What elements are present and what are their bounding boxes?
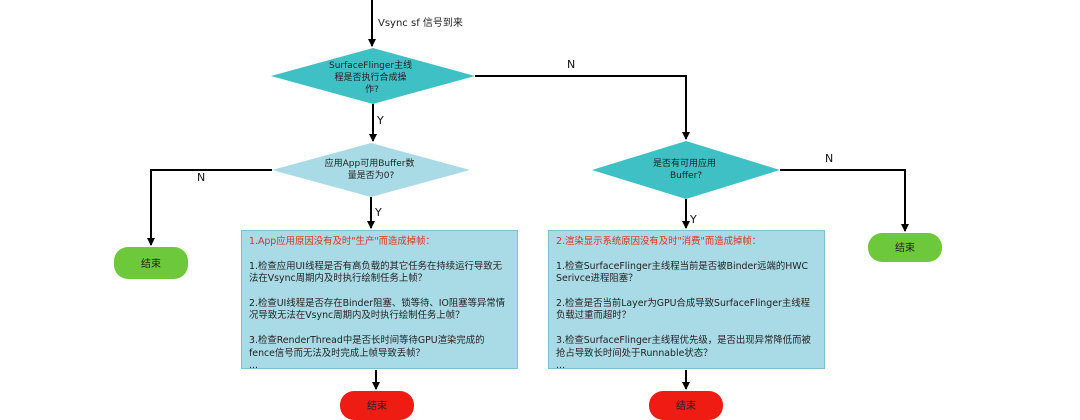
decision-sf-line-3: 作? xyxy=(365,83,379,95)
end-right-label: 结束 xyxy=(895,241,915,254)
decision-app-line-2: 量是否为0? xyxy=(348,169,395,181)
note-render-item-2: 2.检查是否当前Layer为GPU合成导致SurfaceFlinger主线程负载… xyxy=(556,297,810,322)
note-app-item-3: 3.检查RenderThread中是否长时间等待GPU渲染完成的fence信号而… xyxy=(249,334,485,359)
start-label: Vsync sf 信号到来 xyxy=(378,17,463,29)
note-render-item-1: 1.检查SurfaceFlinger主线程当前是否被Binder远端的HWC S… xyxy=(556,260,809,285)
sf-no-connector xyxy=(475,75,690,140)
decision-sf-diamond xyxy=(271,48,475,104)
buffer-no-connector xyxy=(780,169,909,232)
end-left-node xyxy=(114,247,188,279)
decision-buffer-line-1: 是否有可用应用 xyxy=(653,157,716,169)
app-yes-label: Y xyxy=(374,206,382,219)
decision-app-line-1: 应用App可用Buffer数 xyxy=(325,157,415,169)
buffer-yes-label: Y xyxy=(689,213,697,226)
app-no-connector xyxy=(147,169,272,246)
note-app-title: 1.App应用原因没有及时"生产"而造成掉帧： xyxy=(249,236,435,247)
decision-sf-line-2: 程是否执行合成操 xyxy=(335,71,407,83)
decision-app-text: 应用App可用Buffer数 量是否为0? xyxy=(325,157,418,181)
app-no-label: N xyxy=(197,171,205,184)
note-render-more: ... xyxy=(556,360,565,369)
note-app-item-1: 1.检查应用UI线程是否有高负载的其它任务在持续运行导致无法在Vsync周期内及… xyxy=(249,260,502,285)
note-app-item-2: 2.检查UI线程是否存在Binder阻塞、锁等待、IO阻塞等异常情况导致无法在V… xyxy=(249,297,506,322)
end-right-node xyxy=(868,233,942,262)
decision-sf-line-1: SurfaceFlinger主线 xyxy=(329,59,412,71)
sf-no-label: N xyxy=(567,58,575,71)
end-render-label: 结束 xyxy=(676,399,696,412)
decision-buffer-text: 是否有可用应用 Buffer? xyxy=(653,157,719,181)
sf-yes-label: Y xyxy=(376,114,384,127)
note-render-item-3: 3.检查SurfaceFlinger主线程优先级，是否出现异常降低而被抢占导致长… xyxy=(556,334,811,359)
end-app-label: 结束 xyxy=(367,399,387,412)
note-app-reasons: 1.App应用原因没有及时"生产"而造成掉帧： 1.检查应用UI线程是否有高负载… xyxy=(241,230,518,369)
end-app-node xyxy=(340,391,414,420)
decision-app-diamond xyxy=(272,143,470,197)
note-app-more: ... xyxy=(249,360,258,369)
decision-buffer-line-2: Buffer? xyxy=(670,171,702,181)
decision-buffer-diamond xyxy=(592,141,780,199)
note-render-reasons: 2.渲染显示系统原因没有及时"消费"而造成掉帧： 1.检查SurfaceFlin… xyxy=(548,230,825,369)
end-render-node xyxy=(649,391,723,420)
buffer-no-label: N xyxy=(825,152,833,165)
note-render-title: 2.渲染显示系统原因没有及时"消费"而造成掉帧： xyxy=(556,236,762,247)
end-left-label: 结束 xyxy=(141,257,161,270)
decision-sf-text: SurfaceFlinger主线 程是否执行合成操 作? xyxy=(329,59,415,95)
